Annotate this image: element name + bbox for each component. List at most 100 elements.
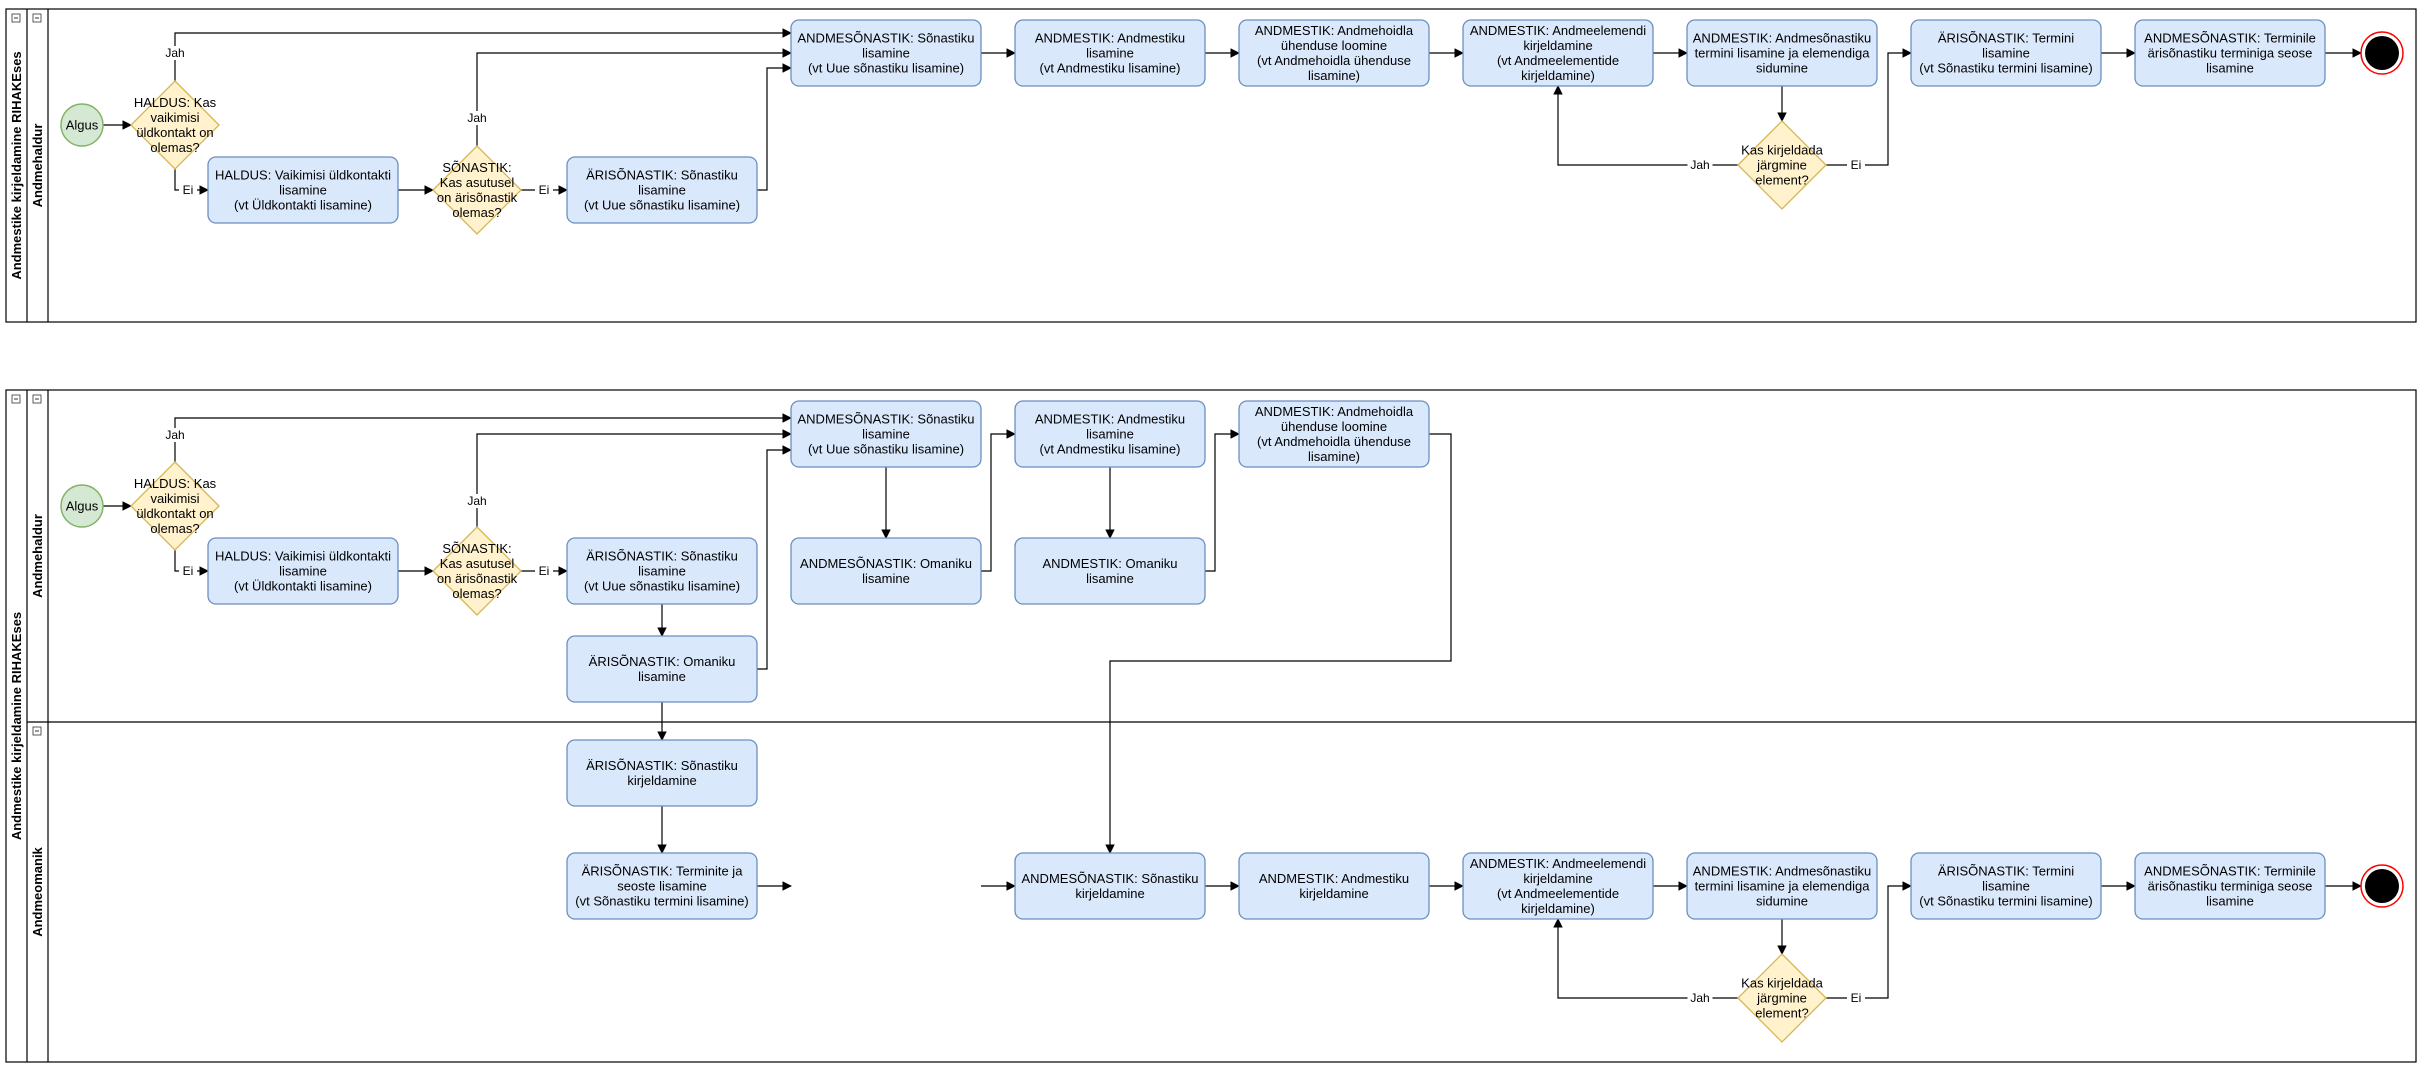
diagram1-task-bizterm-line: ÄRISÕNASTIK: Termini (1938, 31, 2074, 46)
diagram2-task-datadict-line: ANDMESÕNASTIK: Sõnastiku (798, 412, 975, 427)
diagram2-task-bizdesc-line: ÄRISÕNASTIK: Sõnastiku (586, 758, 738, 773)
diagram2-task-bizdict-line: ÄRISÕNASTIK: Sõnastiku (586, 549, 738, 564)
diagram2-task-term-line: ANDMESTIK: Andmesõnastiku (1693, 864, 1871, 879)
task-box (790, 400, 982, 468)
end-fill (2365, 36, 2399, 70)
edge-label-no: Ei (183, 564, 194, 578)
diagram1-task-bizterm-line: (vt Sõnastiku termini lisamine) (1919, 61, 2092, 76)
diagram2-gw-contact-line: olemas? (150, 521, 199, 536)
diagram1-gw-next-line: järgmine (1756, 158, 1807, 173)
diagram2-task-dsowner-line: ANDMESTIK: Omaniku (1042, 556, 1177, 571)
diagram2-task-term-line: sidumine (1756, 894, 1808, 909)
diagram1-task-holder-line: (vt Andmehoidla ühenduse (1257, 53, 1411, 68)
sequence-flow (757, 445, 792, 670)
diagram1-task-contact-line: lisamine (279, 183, 327, 198)
diagram2-task-dsdesc-line: kirjeldamine (1299, 886, 1368, 901)
task-box (1910, 19, 2102, 87)
gateway-diamond (130, 80, 220, 170)
diagram2-task-bizterms-line: seoste lisamine (617, 879, 707, 894)
diagram1-task-term-line: sidumine (1756, 61, 1808, 76)
diagram2-task-bizowner-line: ÄRISÕNASTIK: Omaniku (589, 654, 736, 669)
diagram1-end-event[interactable] (2360, 31, 2404, 75)
diagram1-task-holder-line: ANDMESTIK: Andmehoidla (1255, 23, 1414, 38)
diagram1-task-bizterm-line: lisamine (1982, 46, 2030, 61)
diagram1-task-holder-line: ühenduse loomine (1281, 38, 1387, 53)
diagram2-end-event[interactable] (2360, 864, 2404, 908)
sequence-flow (1205, 429, 1240, 572)
diagram2-task-holder-line: lisamine) (1308, 449, 1360, 464)
diagram1-task-bizdict-line: (vt Uue sõnastiku lisamine) (584, 198, 740, 213)
task-box (2134, 19, 2326, 87)
task-box (1238, 400, 1430, 468)
sequence-flow (981, 429, 1016, 572)
task-box (790, 537, 982, 605)
task-box (566, 852, 758, 920)
diagram1-task-link-line: ANDMESÕNASTIK: Terminile (2144, 31, 2316, 46)
task-box (1686, 852, 1878, 920)
gateway-diamond (432, 526, 522, 616)
edge-label-yes: Jah (165, 428, 184, 442)
task-box (207, 156, 399, 224)
task-box (1014, 19, 1206, 87)
task-box (1686, 19, 1878, 87)
task-box (1910, 852, 2102, 920)
diagram2-gw-dict-line: Kas asutusel (440, 556, 515, 571)
diagram2-task-element-line: kirjeldamine) (1521, 901, 1595, 916)
edge-label-no: Ei (1851, 158, 1862, 172)
diagram2-task-dataset-line: ANDMESTIK: Andmestiku (1035, 412, 1185, 427)
diagram1-gw-dict-line: olemas? (452, 205, 501, 220)
diagram2-task-bizterms-line: (vt Sõnastiku termini lisamine) (575, 894, 748, 909)
diagram2-gw-next-line: element? (1755, 1006, 1808, 1021)
diagram2-start-event[interactable]: Algus (60, 484, 104, 528)
diagram2-gw-dict-line: SÕNASTIK: (442, 541, 511, 556)
task-box (1238, 852, 1430, 920)
sequence-flow (1553, 85, 1738, 166)
diagram1-start-event[interactable]: Algus (60, 103, 104, 147)
sequence-flow (1105, 433, 1452, 854)
pool-title: Andmestike kirjeldamine RIHAKEses (9, 51, 24, 279)
diagram2-task-term-line: termini lisamine ja elemendiga (1695, 879, 1871, 894)
diagram2-task-dataset-line: (vt Andmestiku lisamine) (1040, 442, 1181, 457)
sequence-flow (174, 413, 792, 462)
